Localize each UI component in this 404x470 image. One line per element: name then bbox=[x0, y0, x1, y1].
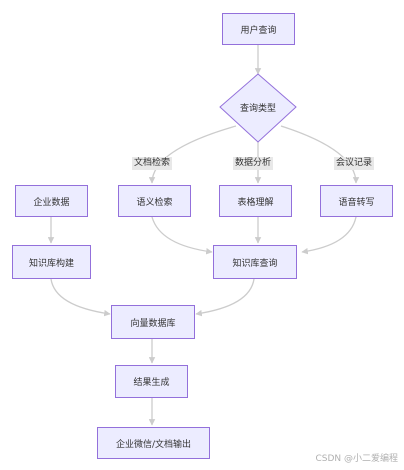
edge-querytype-to-semantic bbox=[148, 125, 237, 184]
edge-semantic-to-kbquery bbox=[151, 216, 213, 255]
node-semantic-search: 语义检索 bbox=[118, 185, 191, 217]
node-result-gen: 结果生成 bbox=[115, 365, 188, 398]
node-speech-to-text: 语音转写 bbox=[320, 185, 393, 217]
edge-querytype-to-speech bbox=[280, 125, 360, 184]
node-output: 企业微信/文档输出 bbox=[97, 427, 210, 459]
query-type-diamond bbox=[219, 73, 297, 143]
node-vector-db: 向量数据库 bbox=[111, 305, 195, 339]
node-kb-build: 知识库构建 bbox=[12, 245, 91, 279]
edge-kbbuild-to-vectordb bbox=[50, 278, 111, 317]
node-user-query: 用户查询 bbox=[222, 13, 295, 45]
edge-label-doc-search: 文档检索 bbox=[132, 157, 173, 170]
edge-kbquery-to-vectordb bbox=[195, 278, 255, 317]
edge-label-meeting-records: 会议记录 bbox=[334, 157, 375, 170]
node-enterprise-data: 企业数据 bbox=[15, 185, 88, 217]
edge-speech-to-kbquery bbox=[301, 216, 357, 255]
node-table-understanding: 表格理解 bbox=[219, 185, 292, 217]
node-kb-query: 知识库查询 bbox=[213, 245, 297, 279]
watermark-text: CSDN @小二爱编程 bbox=[315, 454, 398, 464]
edge-label-data-analysis: 数据分析 bbox=[233, 157, 274, 170]
node-query-type-label: 查询类型 bbox=[239, 104, 276, 114]
